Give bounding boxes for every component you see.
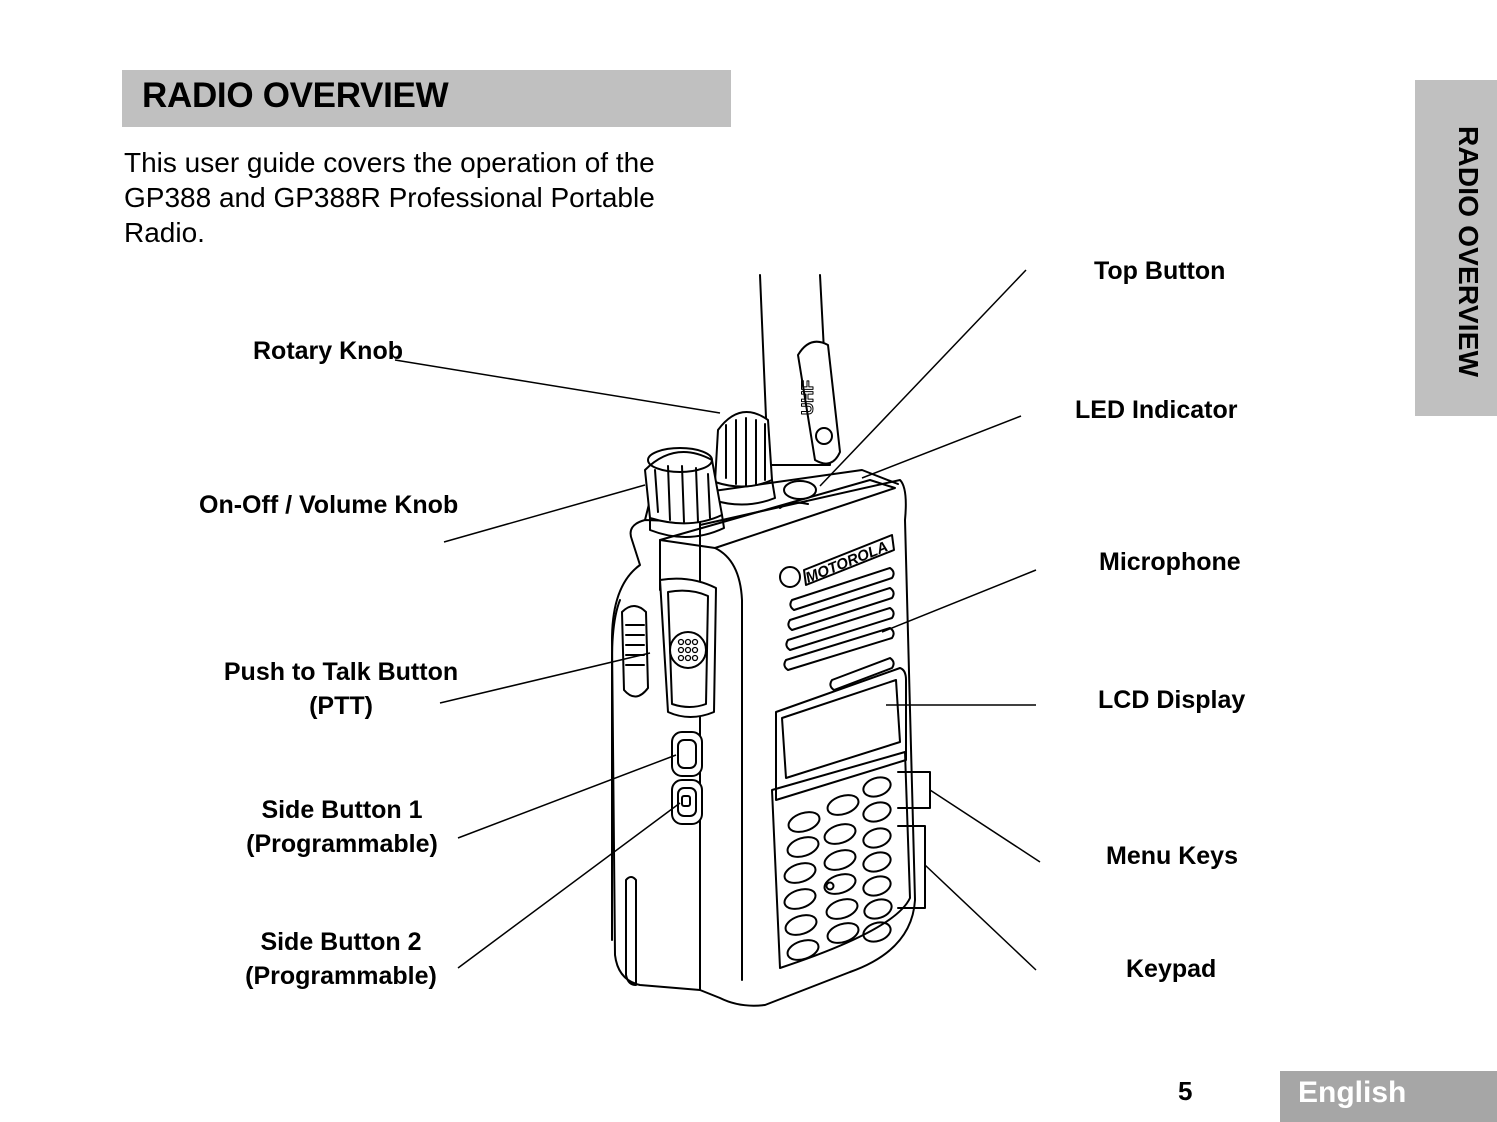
leader-rotary-knob	[394, 359, 721, 414]
label-microphone: Microphone	[1099, 548, 1241, 576]
chapter-side-tab: RADIO OVERVIEW	[1415, 80, 1497, 416]
leader-side-button-1	[457, 754, 677, 839]
intro-line-2: GP388 and GP388R Professional Portable	[124, 182, 655, 213]
label-side-button-1: Side Button 1 (Programmable)	[232, 793, 452, 861]
intro-line-1: This user guide covers the operation of …	[124, 147, 655, 178]
speaker-grille	[783, 567, 895, 691]
radio-side-panel	[611, 519, 701, 991]
section-title-bar: RADIO OVERVIEW	[122, 70, 731, 127]
antenna: UHF	[759, 274, 841, 466]
label-ptt: Push to Talk Button (PTT)	[208, 655, 474, 723]
antenna-band-label: UHF	[798, 380, 817, 415]
leader-volume-knob	[443, 484, 646, 543]
leader-side-button-2	[457, 802, 681, 969]
leader-led-indicator	[861, 415, 1022, 479]
lcd-display	[781, 679, 901, 779]
label-side-button-2-line-1: Side Button 2	[260, 928, 422, 956]
side-grip	[621, 605, 649, 698]
label-volume-knob: On-Off / Volume Knob	[199, 491, 459, 519]
label-rotary-knob: Rotary Knob	[253, 337, 403, 365]
label-side-button-1-line-2: (Programmable)	[246, 830, 438, 858]
leader-microphone	[881, 569, 1037, 633]
label-ptt-line-1: Push to Talk Button	[223, 658, 459, 686]
section-title: RADIO OVERVIEW	[142, 76, 449, 115]
intro-line-3: Radio.	[124, 217, 205, 248]
chapter-side-tab-label: RADIO OVERVIEW	[1453, 126, 1484, 378]
menu-keys-graphic	[787, 776, 892, 833]
side-button-1	[671, 731, 703, 777]
label-keypad: Keypad	[1126, 955, 1217, 983]
intro-paragraph: This user guide covers the operation of …	[124, 145, 724, 250]
label-top-button: Top Button	[1094, 257, 1226, 285]
language-tab: English	[1280, 1071, 1497, 1122]
label-lcd-display: LCD Display	[1098, 686, 1246, 714]
label-menu-keys: Menu Keys	[1106, 842, 1238, 870]
label-side-button-2: Side Button 2 (Programmable)	[231, 925, 451, 993]
leader-keypad	[924, 864, 1037, 971]
leader-top-button	[819, 269, 1027, 487]
label-ptt-line-2: (PTT)	[309, 692, 373, 720]
side-button-2	[671, 779, 703, 825]
volume-knob	[644, 447, 725, 539]
label-side-button-1-line-1: Side Button 1	[261, 796, 423, 824]
label-side-button-2-line-2: (Programmable)	[245, 962, 437, 990]
language-label: English	[1298, 1076, 1407, 1109]
leader-ptt	[439, 652, 651, 704]
keypad-graphic	[783, 823, 893, 961]
page-number: 5	[1178, 1076, 1193, 1106]
leader-menu-keys	[929, 789, 1041, 863]
label-led-indicator: LED Indicator	[1075, 396, 1238, 424]
